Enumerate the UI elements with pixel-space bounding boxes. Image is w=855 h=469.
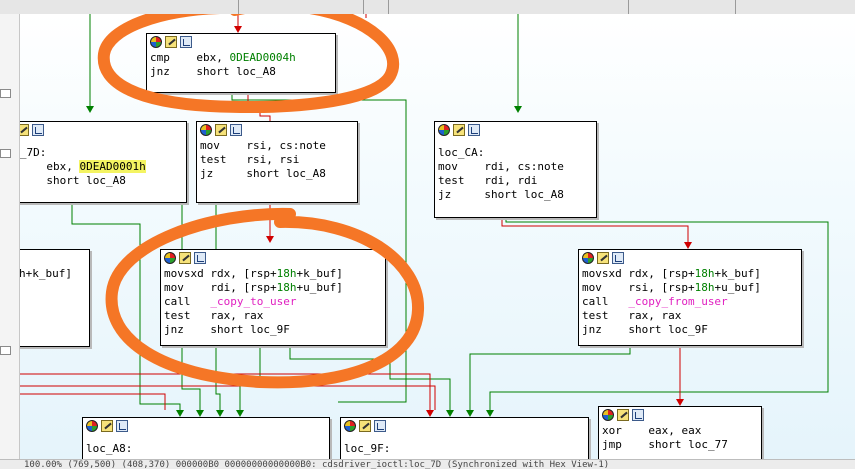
group-nodes-icon[interactable] <box>194 252 206 264</box>
node-header <box>197 122 357 139</box>
node-header <box>161 250 385 267</box>
tab-separator <box>628 0 629 14</box>
color-picker-icon[interactable] <box>582 252 594 264</box>
color-picker-icon[interactable] <box>602 409 614 421</box>
node-header <box>435 122 596 139</box>
panel-toggle-icon[interactable] <box>0 89 11 98</box>
status-bar: 100.00% (769,500) (408,370) 000000B0 000… <box>0 459 855 469</box>
rename-icon[interactable] <box>617 409 629 421</box>
group-nodes-icon[interactable] <box>468 124 480 136</box>
node-header <box>83 418 329 435</box>
group-nodes-icon[interactable] <box>632 409 644 421</box>
group-nodes-icon[interactable] <box>612 252 624 264</box>
group-nodes-icon[interactable] <box>32 124 44 136</box>
color-picker-icon[interactable] <box>200 124 212 136</box>
top-tab-strip <box>0 0 855 15</box>
block-label: loc_9F: <box>344 442 391 455</box>
instruction-line: call_copy_to_user <box>164 295 297 308</box>
graph-node-loc-a8[interactable]: loc_A8: <box>82 417 330 459</box>
tab-separator <box>238 0 239 14</box>
instruction-line: call_copy_from_user <box>582 295 728 308</box>
group-nodes-icon[interactable] <box>116 420 128 432</box>
color-picker-icon[interactable] <box>150 36 162 48</box>
color-picker-icon[interactable] <box>438 124 450 136</box>
function-link[interactable]: _copy_from_user <box>628 295 728 308</box>
block-label: loc_CA: <box>438 146 485 159</box>
block-label: loc_A8: <box>86 442 133 455</box>
rename-icon[interactable] <box>101 420 113 432</box>
node-header <box>20 122 186 139</box>
node-header <box>147 34 335 51</box>
rename-icon[interactable] <box>453 124 465 136</box>
rename-icon[interactable] <box>215 124 227 136</box>
color-picker-icon[interactable] <box>86 420 98 432</box>
rename-icon[interactable] <box>597 252 609 264</box>
graph-node-loc-9f[interactable]: loc_9F: <box>340 417 589 459</box>
group-nodes-icon[interactable] <box>230 124 242 136</box>
function-link[interactable]: _copy_to_user <box>210 295 297 308</box>
panel-toggle-icon[interactable] <box>0 149 11 158</box>
node-header <box>341 418 588 435</box>
tab-separator <box>388 0 389 14</box>
group-nodes-icon[interactable] <box>374 420 386 432</box>
block-label: loc_7D: <box>20 146 47 159</box>
node-header <box>599 407 761 424</box>
rename-icon[interactable] <box>20 124 29 136</box>
color-picker-icon[interactable] <box>164 252 176 264</box>
left-side-panel[interactable] <box>0 14 20 459</box>
instruction-line: h+k_buf] <box>20 267 72 280</box>
rename-icon[interactable] <box>359 420 371 432</box>
rename-icon[interactable] <box>179 252 191 264</box>
rename-icon[interactable] <box>165 36 177 48</box>
graph-node-partial-left[interactable]: h+k_buf] <box>20 249 90 347</box>
tab-separator <box>363 0 364 14</box>
group-nodes-icon[interactable] <box>180 36 192 48</box>
panel-toggle-icon[interactable] <box>0 346 11 355</box>
color-picker-icon[interactable] <box>344 420 356 432</box>
tab-separator <box>735 0 736 14</box>
node-header <box>579 250 801 267</box>
node-header <box>20 250 89 267</box>
